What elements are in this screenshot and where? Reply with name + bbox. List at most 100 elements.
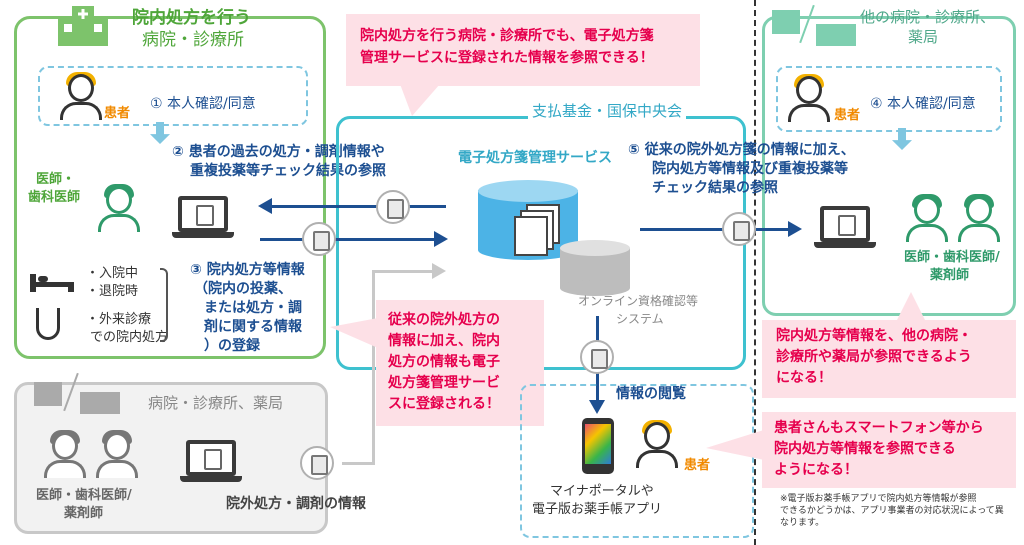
patient-icon (60, 72, 102, 120)
app-line1: マイナポータルや (550, 484, 654, 499)
laptop-icon-left (172, 196, 234, 238)
down-arrow-head (589, 400, 605, 414)
hospital-building-icon (58, 6, 108, 46)
outpatient-item1: ・外来診療 (86, 312, 152, 327)
middle-callout-line4: 処方箋管理サービ (388, 375, 500, 391)
patient-label-left: 患者 (104, 106, 131, 121)
middle-callout-line2: 情報に加え、院内 (388, 333, 500, 349)
outside-prescription-label: 院外処方・調剤の情報 (226, 496, 366, 512)
app-line2: 電子版お薬手帳アプリ (532, 502, 663, 517)
staff-label-gray-line1: 医師・歯科医師/ (36, 488, 132, 503)
step5-line3: チェック結果の参照 (652, 180, 778, 196)
laptop-icon-gray (180, 440, 242, 482)
arrow-to-right-head (788, 221, 802, 237)
step4-consent: ④ 本人確認/同意 (870, 96, 976, 112)
step3-line2: （院内の投薬、 (194, 281, 292, 297)
arrow-to-right-line (640, 228, 790, 231)
hospital-building-icon-right (772, 4, 802, 34)
patient-consent-box-left (38, 66, 308, 126)
document-icon-ref (376, 190, 410, 224)
other-hospital-title-line1: 他の病院・診療所、 (860, 8, 996, 26)
other-pharmacy-title: 病院・診療所、薬局 (148, 394, 284, 412)
laptop-icon-right (814, 206, 876, 248)
patient-icon-view (636, 420, 678, 468)
right-callout-line3: になる！ (776, 370, 832, 386)
patient-icon-right (788, 74, 830, 122)
middle-callout-line3: 処方の情報も電子 (388, 354, 500, 370)
pharmacist-icon-gray (96, 430, 138, 478)
doctor-icon (98, 184, 140, 232)
service-name: 電子処方箋管理サービス (458, 150, 612, 166)
in-hospital-title-line2: 病院・診療所 (142, 30, 244, 50)
step3-line3: または処方・調 (204, 300, 302, 316)
right-callout-line2: 診療所や薬局が参照できるよう (776, 349, 972, 365)
top-callout-tail (400, 84, 440, 116)
viewing-box (520, 384, 754, 538)
arrow-to-left-line (270, 205, 446, 208)
doctor-label-line2: 歯科医師 (28, 190, 81, 205)
viewing-title: 情報の閲覧 (616, 386, 686, 402)
document-icon-view (580, 340, 614, 374)
step5-line1: ⑤ 従来の院外処方箋の情報に加え、 (628, 142, 855, 158)
gray-connector-vertical (372, 270, 375, 465)
inpatient-item2: ・退院時 (86, 284, 139, 299)
bottom-right-callout (762, 412, 1016, 488)
patient-label-view: 患者 (684, 458, 711, 473)
middle-callout (376, 300, 544, 426)
in-hospital-prescribing-box (14, 16, 326, 359)
step3-line5: ）の登録 (204, 338, 260, 354)
step2-line1: ② 患者の過去の処方・調剤情報や (172, 144, 385, 160)
doctor-icon-right (906, 194, 948, 242)
system-line1: オンライン資格確認等 (578, 294, 699, 308)
document-icon-gray (300, 446, 334, 480)
arrow-to-center-head (434, 231, 448, 247)
document-icon-register (302, 222, 336, 256)
top-callout-line1: 院内処方を行う病院・診療所でも、電子処方箋 (360, 28, 654, 44)
footnote-line2: できるかどうかは、アプリ事業者の対応状況によって異 (780, 506, 1004, 516)
middle-callout-line1: 従来の院外処方の (388, 312, 500, 328)
gray-connector-horizontal (342, 462, 374, 465)
pharmacist-icon-right (958, 194, 1000, 242)
inpatient-item1: ・入院中 (86, 266, 139, 281)
other-hospital-title-line2: 薬局 (908, 28, 939, 46)
database-cylinder-gray (560, 240, 630, 296)
top-callout (346, 14, 700, 86)
in-hospital-title-line1: 院内処方を行う (132, 8, 251, 28)
bottom-right-callout-line3: ようになる！ (774, 462, 858, 478)
staff-label-gray-line2: 薬剤師 (64, 506, 104, 521)
patient-consent-box-right (776, 66, 1002, 132)
other-hospital-box (762, 16, 1016, 316)
arrow-to-left-head (258, 198, 272, 214)
step3-line1: ③ 院内処方等情報 (190, 262, 305, 278)
arrow-to-center-line (260, 238, 436, 241)
system-line2: システム (616, 312, 664, 326)
bracket (160, 268, 168, 342)
document-icon-right (722, 212, 756, 246)
gray-connector-top (372, 270, 434, 273)
stethoscope-icon (36, 308, 60, 340)
hospital-building-icon-gray (34, 376, 64, 406)
pharmacy-building-icon (816, 20, 856, 46)
step5-line2: 院内処方等情報及び重複投薬等 (652, 161, 848, 177)
bed-icon (30, 268, 74, 292)
staff-label-right-line1: 医師・歯科医師/ (904, 250, 1000, 265)
vertical-divider (754, 0, 756, 545)
bottom-right-callout-line2: 院内処方等情報を参照できる (774, 441, 956, 457)
document-stack-icon (514, 204, 560, 256)
outpatient-item2: での院内処方 (90, 330, 169, 345)
right-callout (762, 320, 1016, 398)
step3-line4: 剤に関する情報 (204, 319, 302, 335)
middle-callout-line5: スに登録される！ (388, 396, 500, 412)
pharmacy-building-icon-gray (80, 388, 120, 414)
payment-fund-title: 支払基金・国保中央会 (528, 102, 687, 121)
footnote-line1: ※電子版お薬手帳アプリで院内処方等情報が参照 (780, 494, 977, 504)
doctor-icon-gray (44, 430, 86, 478)
smartphone-icon (582, 418, 614, 474)
top-callout-line2: 管理サービスに登録された情報を参照できる！ (360, 50, 654, 66)
patient-label-right: 患者 (834, 108, 861, 123)
staff-label-right-line2: 薬剤師 (930, 268, 970, 283)
footnote-line3: なります。 (780, 518, 825, 528)
right-callout-line1: 院内処方等情報を、他の病院・ (776, 328, 972, 344)
step1-consent: ① 本人確認/同意 (150, 96, 256, 112)
bottom-right-callout-line1: 患者さんもスマートフォン等から (774, 420, 984, 436)
